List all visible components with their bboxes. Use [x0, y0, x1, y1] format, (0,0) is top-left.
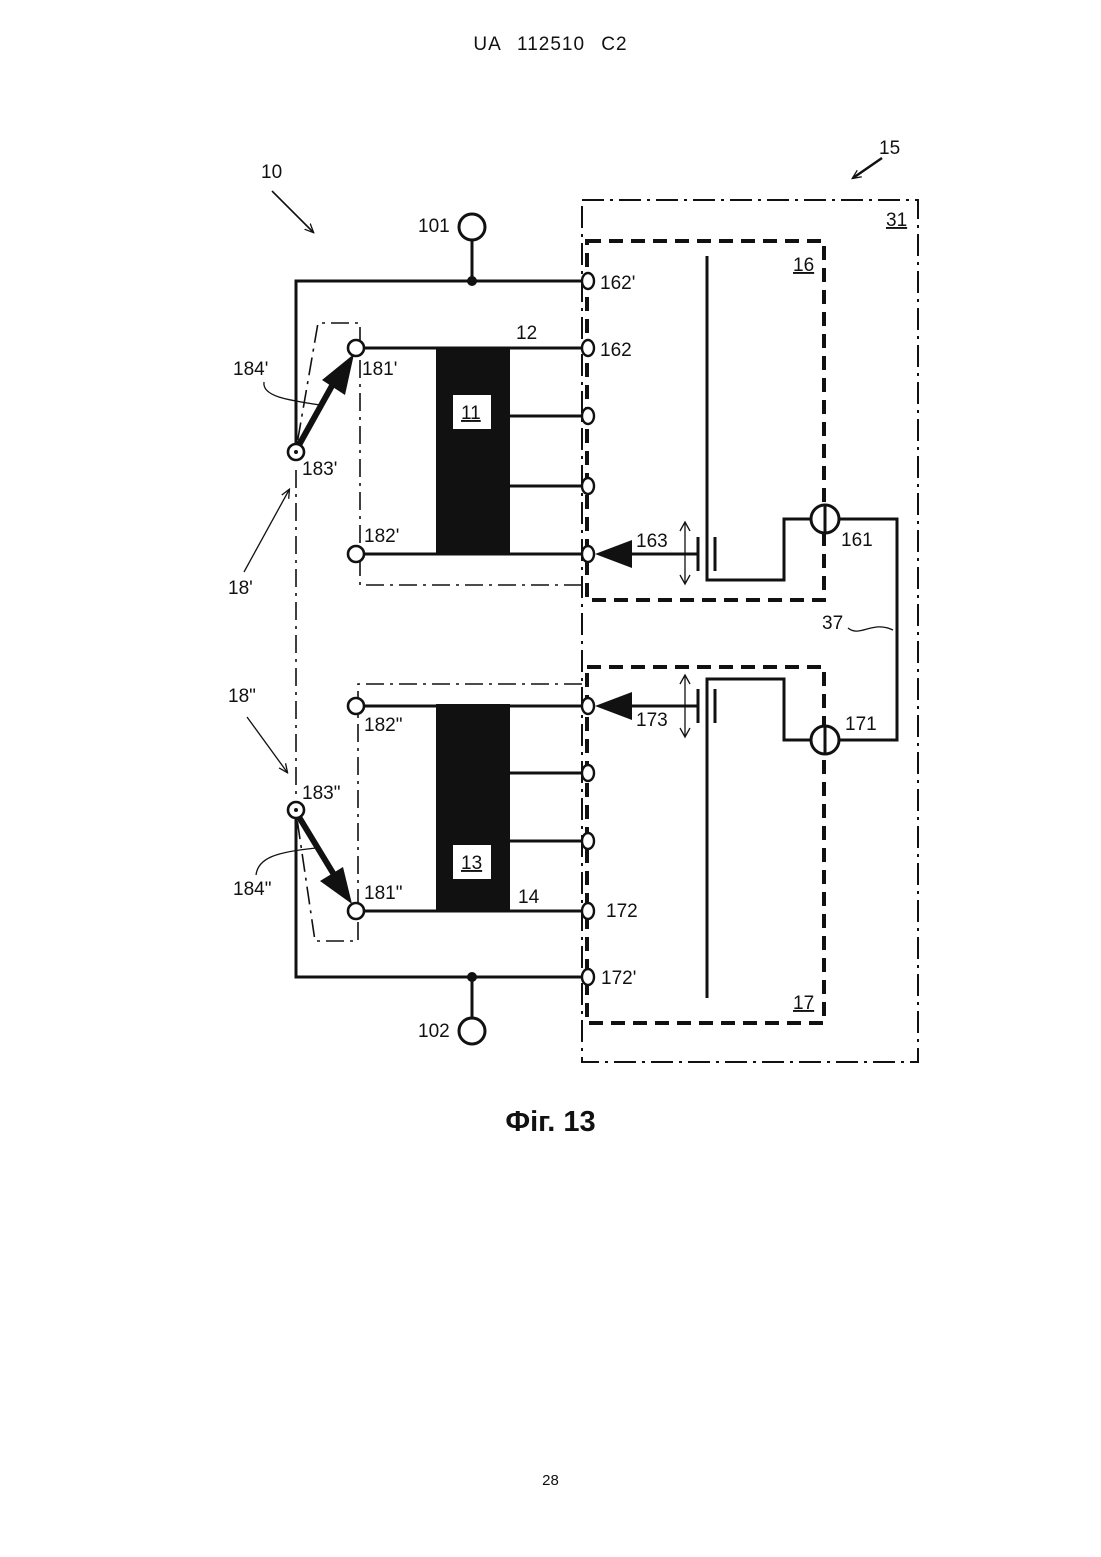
label-11: 11 — [461, 403, 481, 424]
label-181pp: 181" — [364, 883, 402, 904]
label-181p: 181' — [362, 359, 397, 380]
contact-181pp — [348, 903, 364, 919]
contact-181p — [348, 340, 364, 356]
label-182p: 182' — [364, 526, 399, 547]
winding-13 — [436, 704, 510, 911]
label-17: 17 — [793, 993, 814, 1014]
label-171: 171 — [845, 714, 877, 735]
label-12: 12 — [516, 323, 537, 344]
label-102: 102 — [418, 1021, 450, 1042]
frame-31 — [582, 200, 918, 1062]
label-101: 101 — [418, 216, 450, 237]
pointer-arrow-18p — [244, 490, 289, 572]
junction-top — [467, 276, 477, 286]
label-31: 31 — [886, 210, 907, 231]
winding-11 — [436, 348, 510, 554]
pointer-arrow-18pp — [247, 717, 287, 772]
label-184pp: 184" — [233, 879, 271, 900]
label-183pp: 183" — [302, 783, 340, 804]
label-161: 161 — [841, 530, 873, 551]
junction-bottom — [467, 972, 477, 982]
terminal-102 — [459, 1018, 485, 1044]
contact-182p — [348, 546, 364, 562]
leader-184p — [264, 382, 320, 405]
label-18pp: 18" — [228, 686, 256, 707]
label-183p: 183' — [302, 459, 337, 480]
leader-37 — [848, 627, 893, 631]
pointer-arrow-10 — [272, 191, 313, 232]
label-184p: 184' — [233, 359, 268, 380]
page-number: 28 — [0, 1472, 1101, 1489]
label-172: 172 — [606, 901, 638, 922]
label-16: 16 — [793, 255, 814, 276]
label-18p: 18' — [228, 578, 253, 599]
contact-arrow-173 — [595, 692, 632, 720]
label-172p: 172' — [601, 968, 636, 989]
label-173: 173 — [636, 710, 668, 731]
label-37: 37 — [822, 613, 843, 634]
label-13: 13 — [461, 853, 482, 874]
selector-rod-17 — [707, 679, 810, 998]
label-163: 163 — [636, 531, 668, 552]
selector-rod-16 — [707, 256, 810, 580]
figure-caption: Фіг. 13 — [0, 1106, 1101, 1139]
pointer-arrow-15 — [853, 158, 882, 178]
label-14: 14 — [518, 887, 540, 908]
contact-arrow-163 — [595, 540, 632, 568]
label-10: 10 — [261, 162, 282, 183]
label-182pp: 182" — [364, 715, 402, 736]
terminal-101 — [459, 214, 485, 240]
contact-182pp — [348, 698, 364, 714]
label-15: 15 — [879, 138, 900, 159]
label-162p: 162' — [600, 273, 635, 294]
leader-184pp — [256, 848, 316, 875]
label-162: 162 — [600, 340, 632, 361]
drive-shaft-37 — [839, 519, 897, 740]
